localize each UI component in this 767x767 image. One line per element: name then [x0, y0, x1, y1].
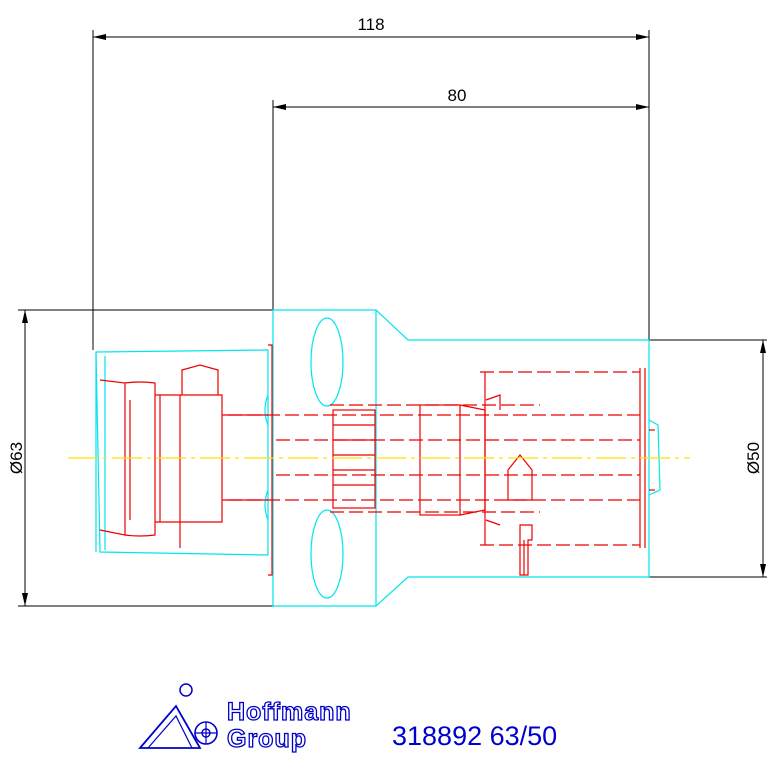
hoffmann-logo-icon — [138, 683, 218, 749]
dimension-right-diameter — [649, 339, 767, 578]
dimension-overall-length-label: 118 — [357, 15, 384, 34]
dimension-tool-length-label: 80 — [448, 86, 467, 105]
coolant-pin-detail — [519, 524, 533, 576]
dimension-tool-length — [272, 100, 649, 310]
collet-detail — [99, 344, 273, 576]
holder-outline — [95, 309, 661, 607]
company-name-line2: Group — [227, 725, 307, 753]
dimension-left-diameter — [18, 309, 275, 607]
dimension-left-diameter-label: Ø63 — [7, 442, 26, 474]
company-name-line1: Hoffmann — [227, 698, 352, 726]
part-number: 318892 63/50 — [392, 721, 557, 751]
dimension-right-diameter-label: Ø50 — [744, 442, 763, 474]
dimension-overall-length — [92, 30, 650, 350]
